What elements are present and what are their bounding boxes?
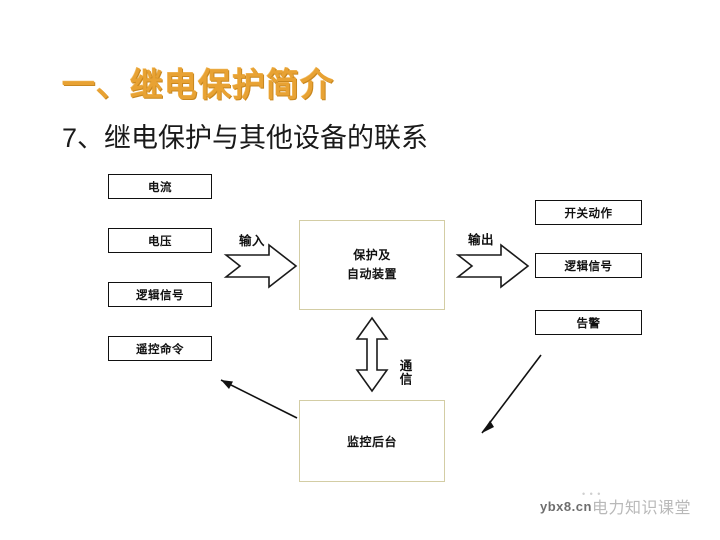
watermark-site: 电力知识课堂	[592, 500, 692, 517]
output-to-backend-arrow	[481, 354, 542, 434]
communication-label: 通信	[397, 359, 412, 386]
input-box-logic-signal: 逻辑信号	[108, 282, 212, 307]
page-subtitle: 7、继电保护与其他设备的联系	[62, 123, 429, 153]
watermark-url: ybx8.cn	[540, 499, 592, 514]
output-block-arrow	[455, 243, 530, 289]
input-block-arrow	[223, 243, 298, 289]
output-box-switch-action: 开关动作	[535, 200, 642, 225]
input-box-voltage: 电压	[108, 228, 212, 253]
bottom-box-label: 监控后台	[346, 435, 397, 449]
center-box-protection-device: 保护及 自动装置	[299, 220, 445, 310]
communication-double-arrow	[355, 316, 389, 393]
center-box-line2: 自动装置	[346, 267, 397, 281]
watermark-dots: • • •	[582, 489, 602, 499]
bottom-box-monitoring-backend: 监控后台	[299, 400, 445, 482]
input-box-current: 电流	[108, 174, 212, 199]
output-flow-label: 输出	[468, 233, 495, 247]
backend-to-remote-command-arrow	[220, 379, 298, 419]
center-box-line1: 保护及	[353, 248, 391, 263]
input-box-remote-command: 遥控命令	[108, 336, 212, 361]
output-box-logic-signal: 逻辑信号	[535, 253, 642, 278]
input-flow-label: 输入	[239, 234, 266, 248]
output-box-alarm: 告警	[535, 310, 642, 335]
page-title: 一、继电保护简介	[61, 66, 334, 103]
